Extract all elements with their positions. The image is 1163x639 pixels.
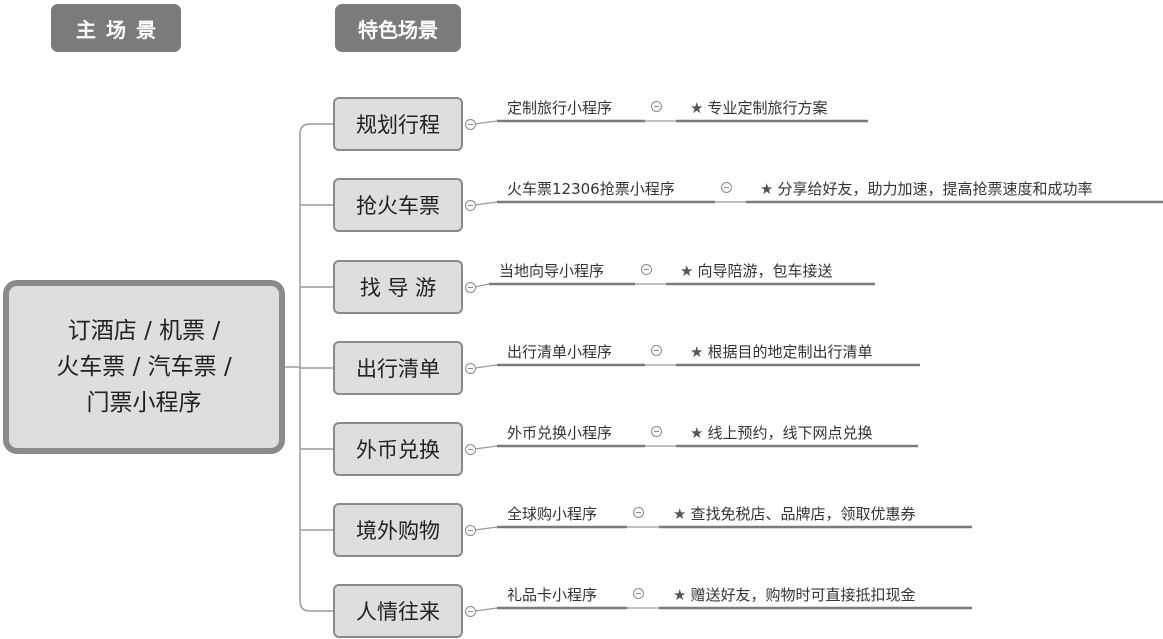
collapse-icon[interactable] xyxy=(633,507,644,518)
connector-line xyxy=(474,607,498,612)
miniprogram-label: 火车票12306抢票小程序 xyxy=(507,180,675,198)
connector-line xyxy=(474,120,498,125)
branch-node[interactable]: 找 导 游 xyxy=(333,260,463,314)
feature-text: 线上预约，线下网点兑换 xyxy=(707,424,873,442)
star-icon: ★ xyxy=(690,99,704,117)
feature-text: 分享给好友，助力加速，提高抢票速度和成功率 xyxy=(777,180,1093,198)
miniprogram-label: 当地向导小程序 xyxy=(499,262,605,280)
collapse-icon[interactable] xyxy=(465,444,476,455)
miniprogram-label: 定制旅行小程序 xyxy=(507,99,613,117)
feature-label: ★赠送好友，购物时可直接抵扣现金 xyxy=(673,584,915,605)
collapse-icon[interactable] xyxy=(651,101,662,112)
collapse-icon[interactable] xyxy=(465,282,476,293)
collapse-icon[interactable] xyxy=(465,363,476,374)
branch-node[interactable]: 境外购物 xyxy=(333,503,463,557)
root-line-1: 订酒店 / 机票 / xyxy=(67,318,221,344)
feature-text: 向导陪游，包车接送 xyxy=(697,262,833,280)
root-node[interactable]: 订酒店 / 机票 / 火车票 / 汽车票 / 门票小程序 xyxy=(3,280,285,454)
collapse-icon[interactable] xyxy=(641,264,652,275)
special-scene-header: 特色场景 xyxy=(335,4,461,52)
branch-node[interactable]: 人情往来 xyxy=(333,584,463,638)
collapse-icon[interactable] xyxy=(651,426,662,437)
root-line-2: 火车票 / 汽车票 / xyxy=(56,354,232,380)
branch-node[interactable]: 抢火车票 xyxy=(333,178,463,232)
miniprogram-label: 全球购小程序 xyxy=(507,505,598,523)
feature-text: 专业定制旅行方案 xyxy=(707,99,828,117)
collapse-icon[interactable] xyxy=(465,200,476,211)
root-line-3: 门票小程序 xyxy=(86,390,202,416)
branch-node[interactable]: 规划行程 xyxy=(333,97,463,151)
collapse-icon[interactable] xyxy=(651,345,662,356)
feature-label: ★分享给好友，助力加速，提高抢票速度和成功率 xyxy=(760,178,1092,199)
connector-line xyxy=(474,526,498,531)
star-icon: ★ xyxy=(680,262,694,280)
feature-label: ★根据目的地定制出行清单 xyxy=(690,341,872,362)
feature-text: 根据目的地定制出行清单 xyxy=(707,343,873,361)
feature-label: ★专业定制旅行方案 xyxy=(690,97,827,118)
feature-label: ★线上预约，线下网点兑换 xyxy=(690,422,872,443)
collapse-icon[interactable] xyxy=(633,588,644,599)
branch-node[interactable]: 出行清单 xyxy=(333,341,463,395)
feature-text: 赠送好友，购物时可直接抵扣现金 xyxy=(690,586,916,604)
connector-line xyxy=(474,283,490,288)
connector-line xyxy=(474,364,498,369)
connector-line xyxy=(474,201,498,206)
star-icon: ★ xyxy=(673,505,687,523)
feature-text: 查找免税店、品牌店，领取优惠券 xyxy=(690,505,916,523)
star-icon: ★ xyxy=(760,180,774,198)
collapse-icon[interactable] xyxy=(465,525,476,536)
miniprogram-label: 出行清单小程序 xyxy=(507,343,613,361)
feature-label: ★查找免税店、品牌店，领取优惠券 xyxy=(673,503,915,524)
connector-line xyxy=(474,445,498,450)
collapse-icon[interactable] xyxy=(721,182,732,193)
star-icon: ★ xyxy=(690,343,704,361)
star-icon: ★ xyxy=(690,424,704,442)
collapse-icon[interactable] xyxy=(465,119,476,130)
feature-label: ★向导陪游，包车接送 xyxy=(680,260,832,281)
star-icon: ★ xyxy=(673,586,687,604)
collapse-icon[interactable] xyxy=(465,606,476,617)
branch-node[interactable]: 外币兑换 xyxy=(333,422,463,476)
main-scene-header: 主场景 xyxy=(51,4,181,52)
miniprogram-label: 礼品卡小程序 xyxy=(507,586,598,604)
miniprogram-label: 外币兑换小程序 xyxy=(507,424,613,442)
